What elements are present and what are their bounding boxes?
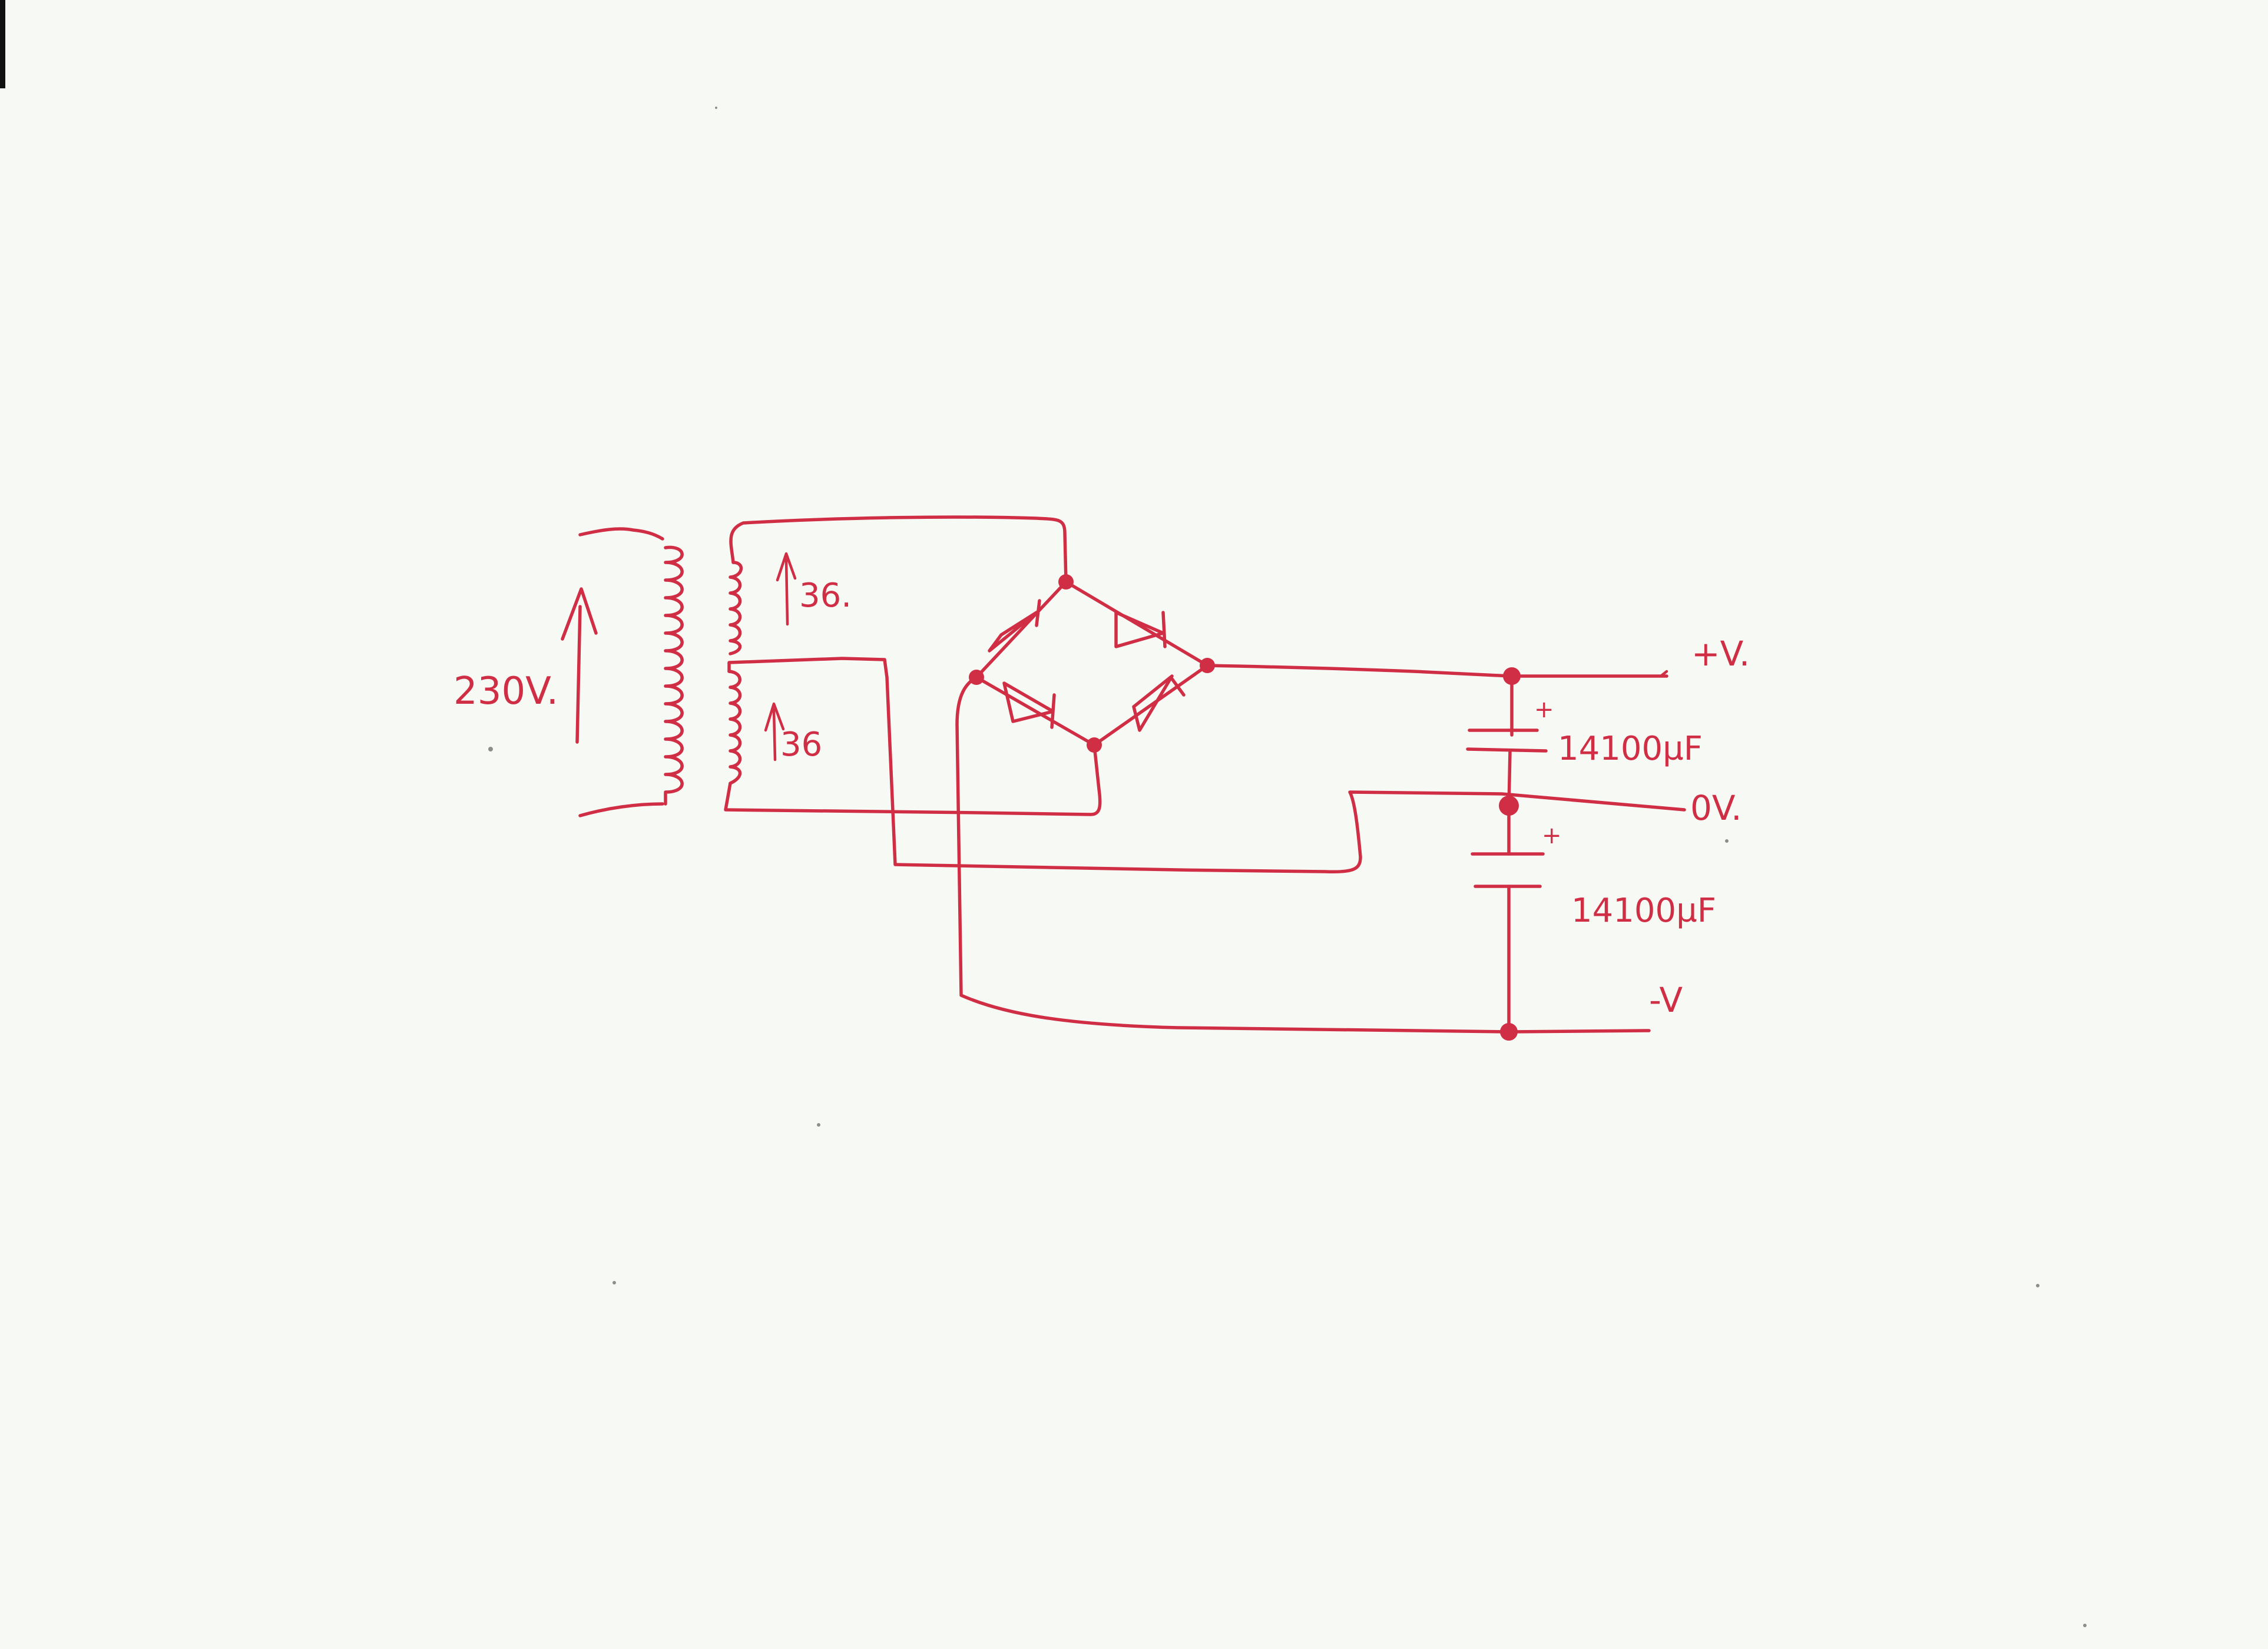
- junction-bridge-left: [969, 670, 984, 685]
- junction-positive-rail: [1503, 667, 1521, 685]
- secondary-winding-upper: [729, 561, 743, 655]
- primary-lead-top: [578, 527, 664, 541]
- junction-bridge-bottom: [1087, 737, 1102, 753]
- wire-bridge-to-negative: [955, 676, 1651, 1034]
- primary-lead-bottom: [578, 802, 664, 817]
- rail-negative-label: -V: [1649, 980, 1683, 1020]
- diode-top-left: [988, 599, 1041, 653]
- primary-voltage-arrowhead: [561, 587, 598, 641]
- secondary-lower-label: 36: [780, 726, 822, 764]
- rail-zero-label: 0V.: [1690, 788, 1742, 828]
- capacitor-upper-polarity: +: [1534, 696, 1554, 723]
- wire-center-tap-to-zero: [727, 657, 1686, 874]
- primary-voltage-arrow: [575, 605, 582, 744]
- junction-zero-rail: [1499, 796, 1519, 816]
- secondary-upper-arrow: [776, 552, 797, 626]
- wire-bridge-to-positive: [1206, 664, 1668, 678]
- capacitor-upper-label: 14100µF: [1558, 730, 1703, 768]
- scan-edge: [0, 0, 5, 88]
- junction-bridge-top: [1058, 574, 1074, 590]
- wire-secondary-top-to-bridge: [729, 515, 1068, 584]
- diode-bottom-left: [1002, 681, 1056, 729]
- primary-voltage-label: 230V.: [453, 670, 558, 713]
- capacitor-upper-plate-bottom: [1466, 747, 1548, 753]
- secondary-winding-group: 36. 36: [727, 552, 852, 785]
- paper-specks: [488, 107, 2087, 1627]
- positive-rail-tick: [1659, 670, 1668, 678]
- bridge-frame: [975, 580, 1209, 747]
- junction-negative-rail: [1500, 1023, 1518, 1041]
- bridge-rectifier: [975, 580, 1209, 747]
- primary-winding-group: 230V.: [453, 527, 684, 817]
- wiring: [724, 515, 1686, 1034]
- diode-bottom-right: [1132, 674, 1186, 732]
- capacitor-upper: + 14100µF: [1466, 696, 1703, 768]
- capacitor-lower-label: 14100µF: [1571, 892, 1716, 930]
- wire-secondary-bottom-to-bridge: [724, 743, 1102, 816]
- diode-top-right: [1114, 611, 1167, 648]
- junction-bridge-right: [1200, 658, 1215, 673]
- rail-positive-label: +V.: [1691, 634, 1750, 674]
- primary-winding: [664, 545, 684, 806]
- capacitor-lower-polarity: +: [1542, 822, 1562, 849]
- capacitor-lower: + 14100µF: [1471, 822, 1716, 930]
- junction-dots: [969, 574, 1521, 1041]
- secondary-winding-lower: [727, 670, 742, 785]
- secondary-upper-label: 36.: [799, 577, 852, 615]
- secondary-lower-arrow: [764, 702, 785, 761]
